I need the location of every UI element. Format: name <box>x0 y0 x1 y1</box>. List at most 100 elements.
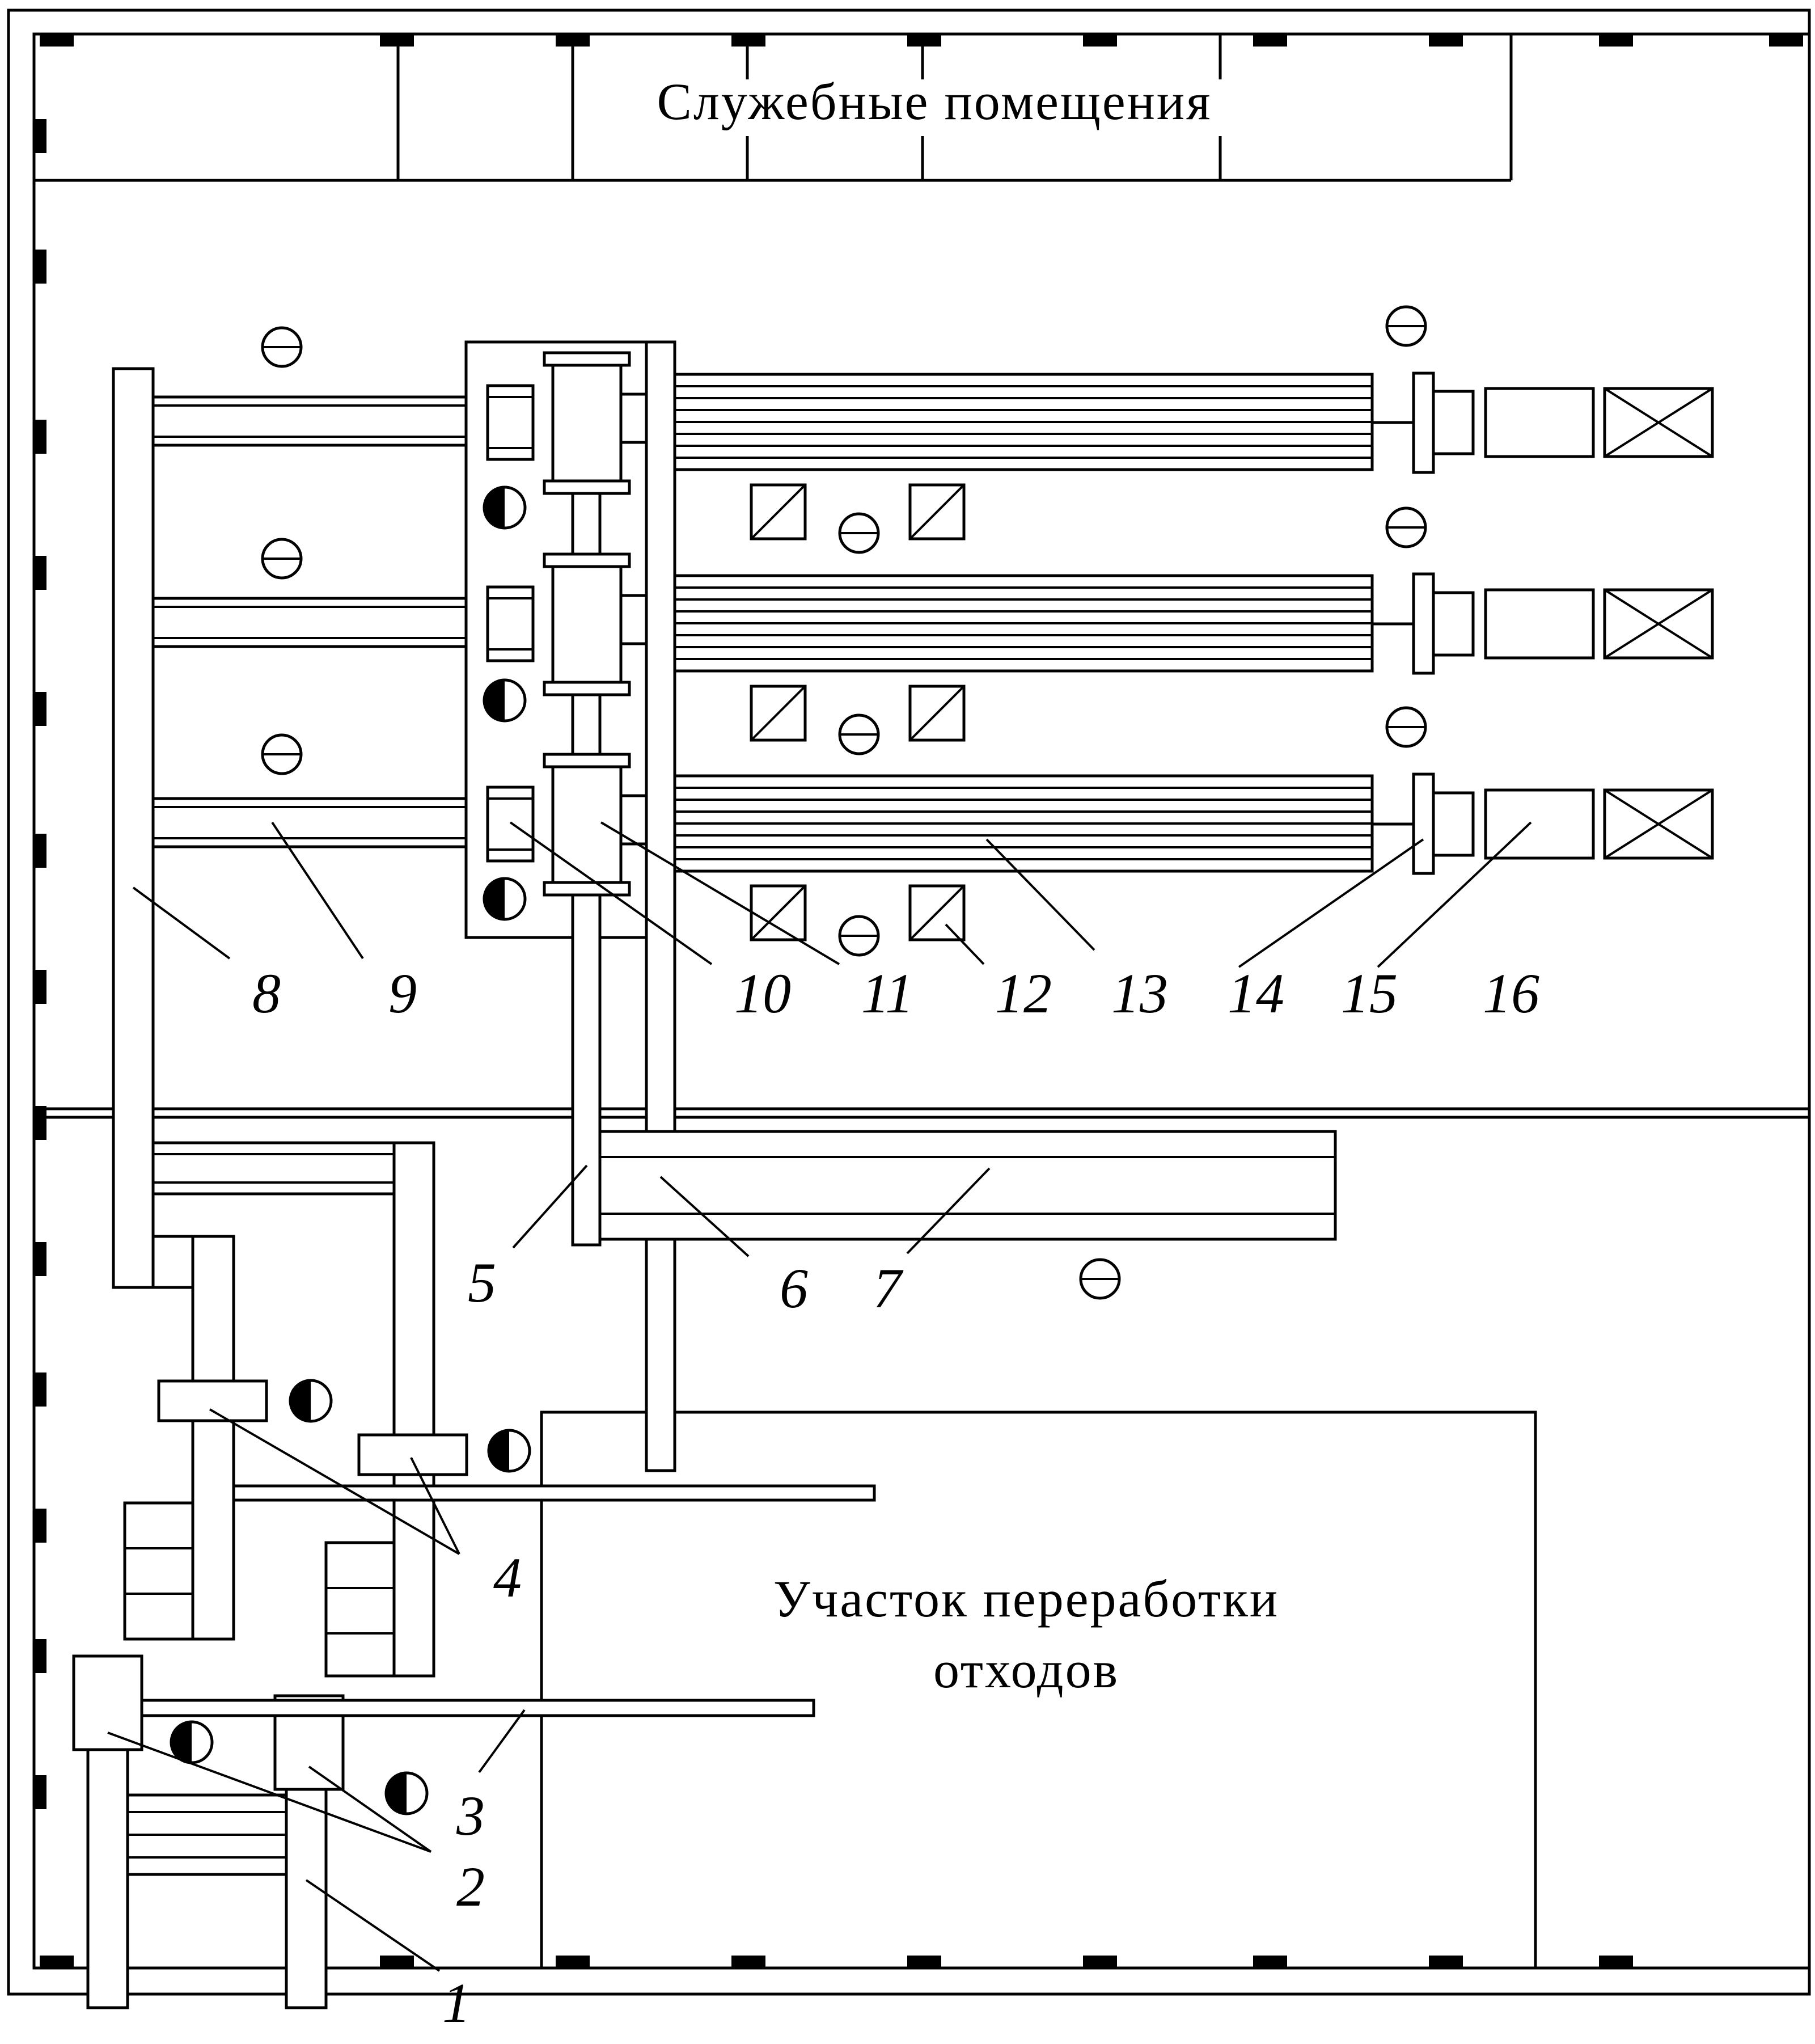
wall-column <box>907 34 941 47</box>
leader-lines <box>107 821 1532 1972</box>
label-5: 5 <box>468 1251 496 1314</box>
conveyor-7 <box>598 1130 1337 1241</box>
minus-circle-icon <box>838 915 880 957</box>
label-10: 10 <box>734 962 791 1025</box>
waste-area-label-line1: Участок переработки <box>773 1570 1279 1628</box>
minus-circle-icon <box>1079 1258 1121 1300</box>
wall-column <box>34 1106 46 1140</box>
minus-circle-icon <box>261 538 303 580</box>
wall-column <box>1429 1956 1463 1968</box>
transverse-conveyor-8 <box>112 367 155 1289</box>
extruder-connectors <box>619 392 648 846</box>
diagonal-square-icon <box>908 884 966 941</box>
minus-circle-icon <box>261 733 303 775</box>
diagonal-square-icon <box>750 884 807 941</box>
conveyor-6 <box>645 340 676 1472</box>
label-9: 9 <box>388 962 417 1025</box>
wall-column <box>34 1242 46 1276</box>
label-14: 14 <box>1228 962 1284 1025</box>
wall-column <box>1253 1956 1287 1968</box>
half-filled-circle-icon <box>289 1379 333 1423</box>
wall-column <box>1769 34 1803 47</box>
minus-circle-icon <box>838 512 880 554</box>
diagonal-square-icon <box>750 685 807 742</box>
wall-column <box>34 556 46 590</box>
cooling-bath <box>673 774 1374 873</box>
crossed-square-icon <box>1603 588 1714 660</box>
label-15: 15 <box>1341 962 1398 1025</box>
label-3: 3 <box>456 1784 485 1847</box>
packing-stations-16 <box>1603 387 1714 860</box>
waste-processing-area: Участок переработки отходов <box>540 1410 1537 1970</box>
half-filled-circle-icon <box>483 678 527 723</box>
flanges-14 <box>1372 371 1475 875</box>
label-16: 16 <box>1483 962 1539 1025</box>
extruders-11 <box>543 351 631 897</box>
half-filled-circle-icon <box>384 1771 429 1815</box>
crossed-square-icon <box>1603 387 1714 458</box>
label-4: 4 <box>493 1546 522 1609</box>
zone-partition <box>34 1107 1809 1119</box>
crossed-square-icon <box>1603 788 1714 860</box>
wall-column <box>34 250 46 284</box>
wall-column <box>34 1775 46 1809</box>
label-13: 13 <box>1111 962 1168 1025</box>
cooling-bath <box>673 574 1374 673</box>
label-12: 12 <box>995 962 1052 1025</box>
diagonal-square-icon <box>750 483 807 540</box>
wall-column <box>1429 34 1463 47</box>
wall-column <box>731 1956 765 1968</box>
building-inner-wall <box>32 32 1811 1970</box>
half-filled-circle-icon <box>483 485 527 530</box>
wall-column <box>34 1639 46 1673</box>
wall-column <box>1253 34 1287 47</box>
left-lower-equipment <box>123 1141 876 1678</box>
wall-column <box>907 1956 941 1968</box>
wall-column <box>34 692 46 726</box>
loaders-10 <box>486 384 535 863</box>
half-filled-circle-icon <box>487 1429 531 1473</box>
minus-circle-icon <box>1385 506 1427 548</box>
position-numbers: 1 2 3 4 5 6 7 8 9 10 11 12 13 14 15 16 <box>252 962 1539 2034</box>
half-filled-circle-icon <box>483 877 527 921</box>
bottom-equipment <box>72 1654 815 2009</box>
wall-columns <box>34 34 1803 1968</box>
cooling-bath <box>673 373 1374 471</box>
label-8: 8 <box>252 962 281 1025</box>
minus-circle-icon <box>1385 706 1427 748</box>
feed-conveyors-9 <box>151 395 489 848</box>
pullers-15 <box>1484 387 1595 860</box>
minus-circle-icon <box>838 713 880 755</box>
wall-column <box>34 1372 46 1407</box>
label-11: 11 <box>861 962 914 1025</box>
wall-column <box>40 1956 74 1968</box>
diagonal-square-icon <box>908 685 966 742</box>
wall-column <box>556 1956 590 1968</box>
wall-column <box>34 970 46 1004</box>
label-7: 7 <box>873 1257 904 1320</box>
cooling-baths-13 <box>673 373 1374 873</box>
wall-column <box>34 420 46 454</box>
crushers-4 <box>157 1379 468 1476</box>
wall-column <box>1083 34 1117 47</box>
label-2: 2 <box>456 1855 485 1918</box>
wall-column <box>380 1956 414 1968</box>
workplace-symbols <box>261 305 1427 1300</box>
wall-column <box>1599 34 1633 47</box>
wall-column <box>1599 1956 1633 1968</box>
half-filled-circle-icon <box>170 1720 214 1764</box>
wall-column <box>34 834 46 868</box>
label-6: 6 <box>780 1257 808 1320</box>
service-rooms-block: Служебные помещения <box>34 34 1513 182</box>
diagonal-square-icon <box>908 483 966 540</box>
wall-column <box>34 1509 46 1543</box>
wall-column <box>34 119 46 153</box>
waste-area-label-line2: отходов <box>933 1641 1119 1699</box>
worker-symbols <box>170 485 531 1815</box>
minus-circle-icon <box>261 326 303 368</box>
wall-column <box>1083 1956 1117 1968</box>
label-1: 1 <box>442 1971 471 2034</box>
control-cabinets-12 <box>750 483 966 941</box>
minus-circle-icon <box>1385 305 1427 347</box>
